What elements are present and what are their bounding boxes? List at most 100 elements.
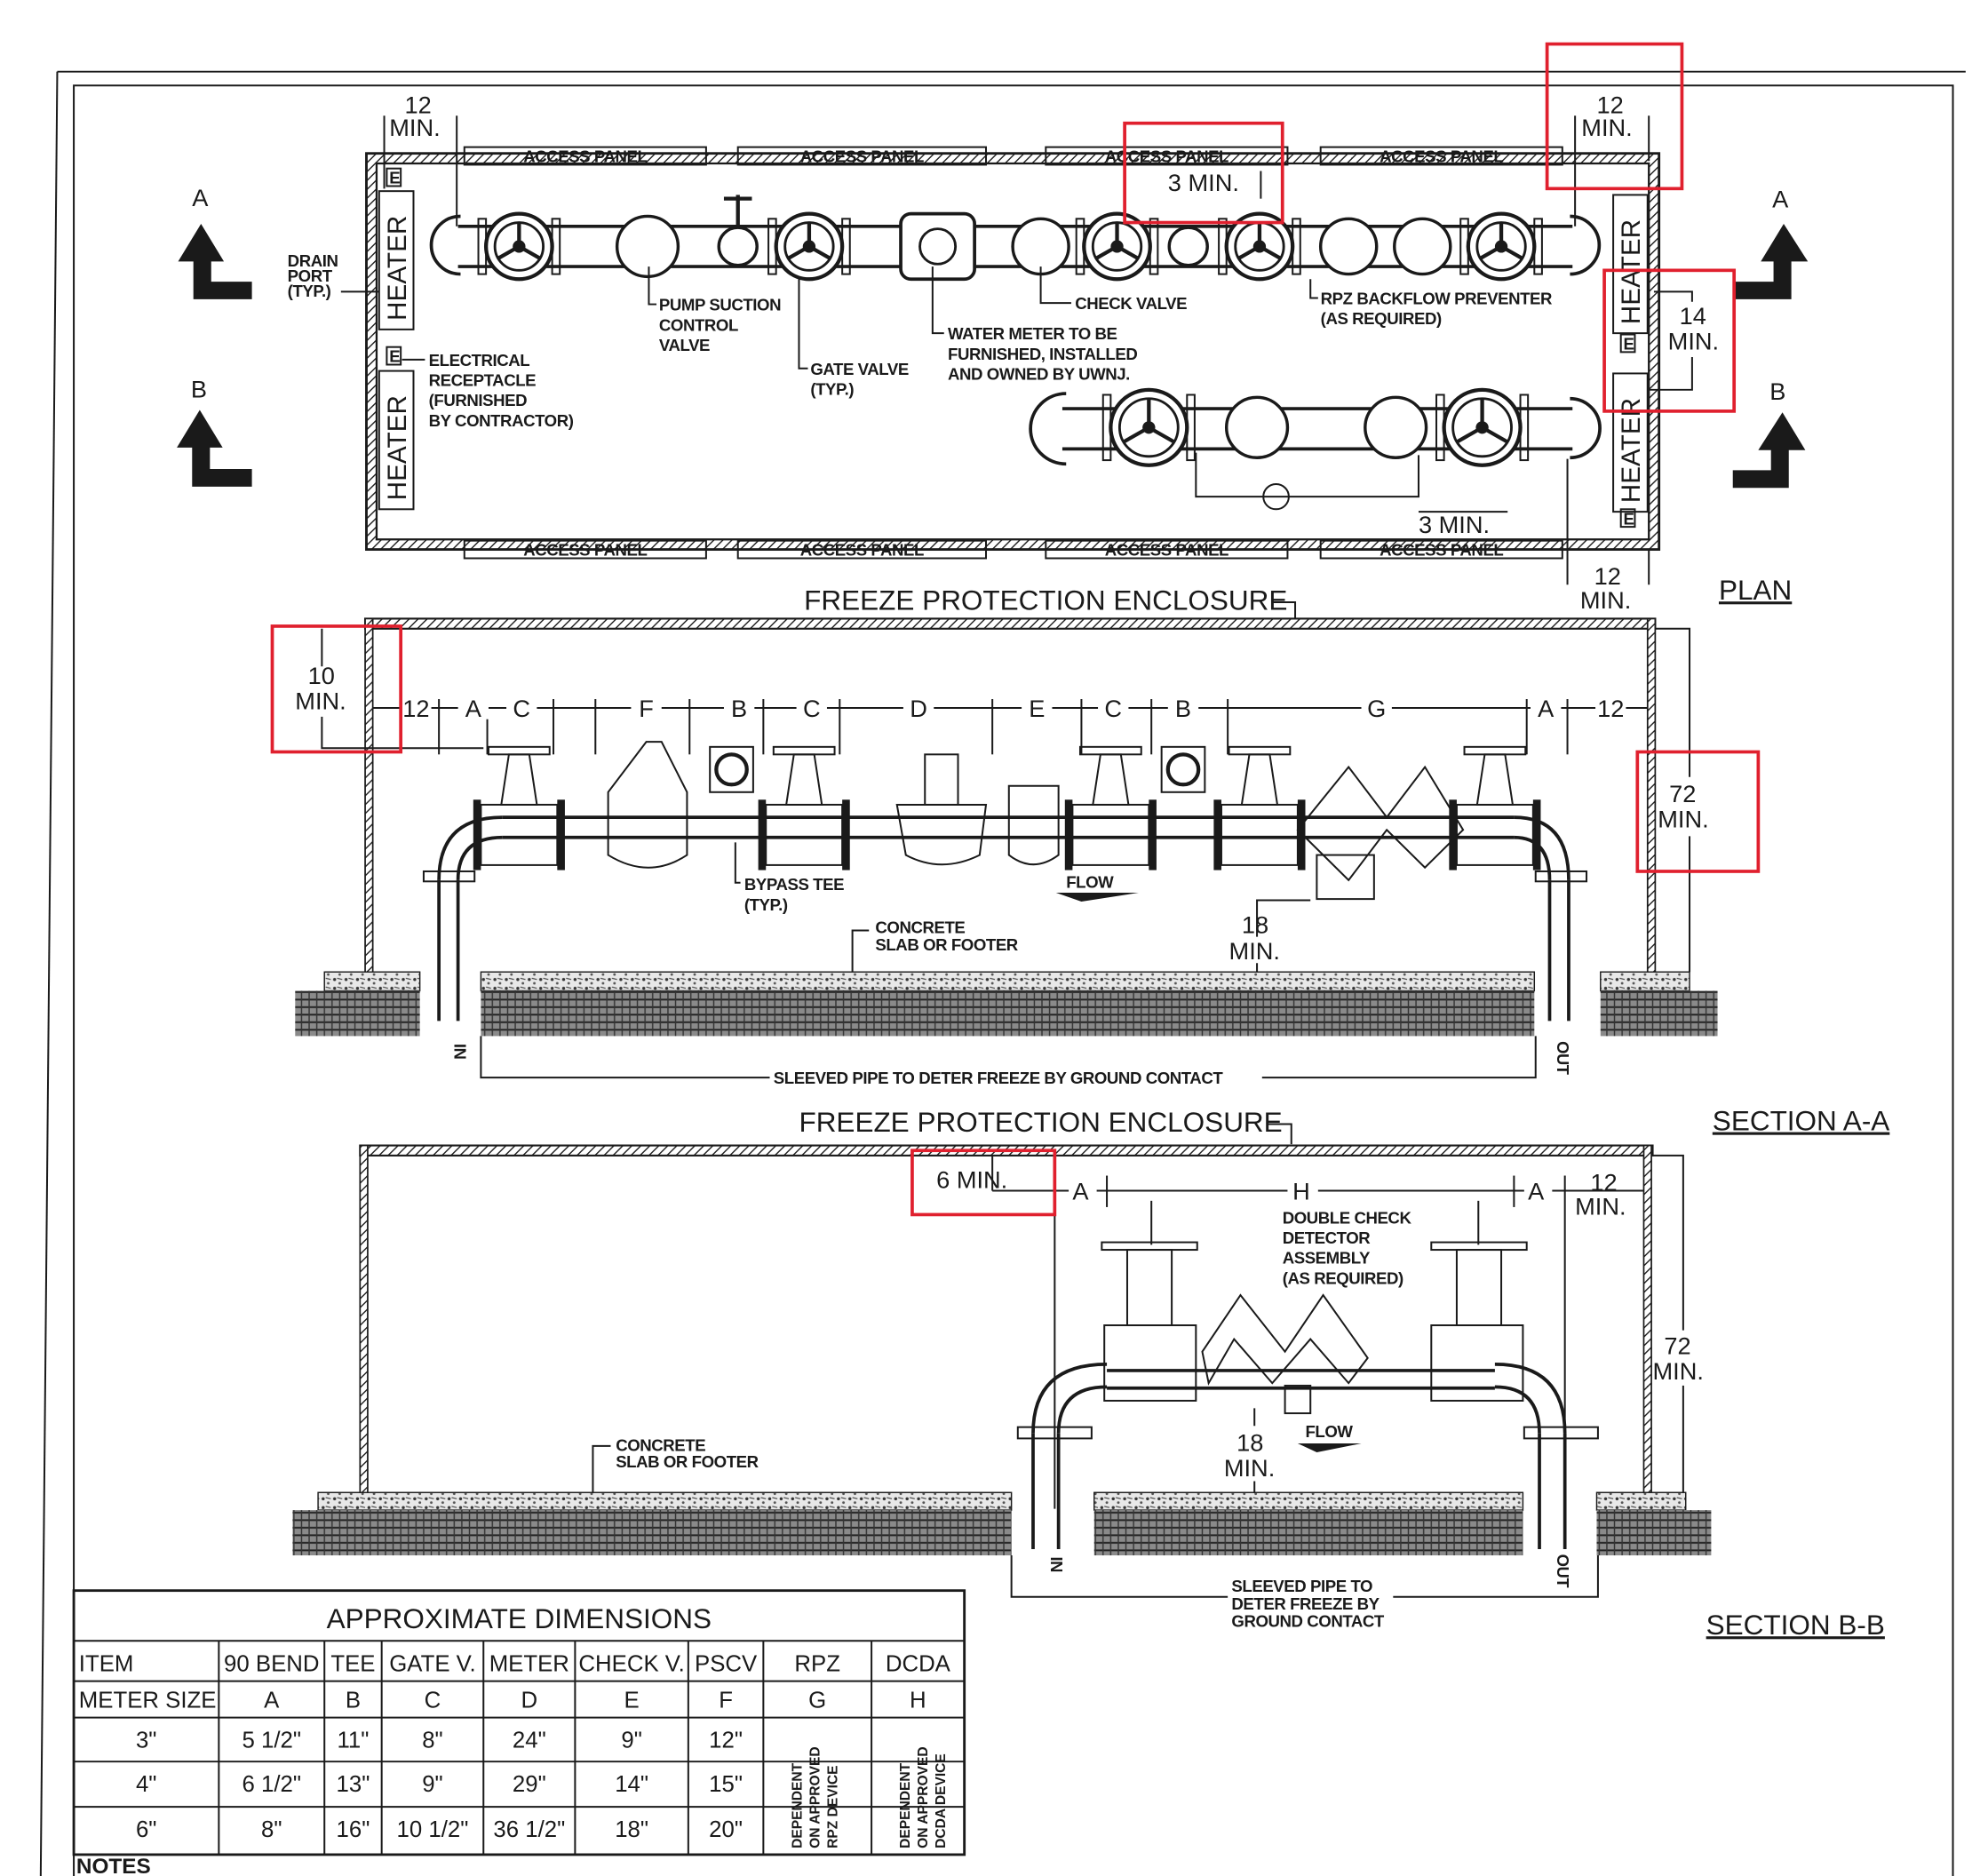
svg-text:HEATER: HEATER <box>383 395 412 500</box>
table-note-cell: DEPENDENT <box>898 1762 913 1848</box>
water-meter-icon <box>899 211 976 282</box>
svg-text:MIN.: MIN. <box>1581 115 1632 141</box>
svg-text:(AS REQUIRED): (AS REQUIRED) <box>1283 1268 1403 1287</box>
dim-letter: F <box>639 696 654 722</box>
gate-valve-icon <box>758 745 850 870</box>
gate-valve-icon <box>1064 745 1157 870</box>
main-pipe-run <box>429 195 1602 282</box>
svg-text:MIN.: MIN. <box>1658 807 1708 833</box>
rpz-body-icon <box>1393 217 1452 276</box>
table-cell: 18" <box>615 1817 648 1842</box>
svg-text:DOUBLE CHECK: DOUBLE CHECK <box>1283 1208 1412 1227</box>
pressure-gauge-icon <box>1160 745 1206 793</box>
table-header-cell: METER SIZE <box>79 1688 217 1713</box>
label-rpz-backflow-preventer: RPZ BACKFLOW PREVENTER (AS REQUIRED) <box>1309 279 1553 328</box>
svg-text:B: B <box>1769 378 1785 405</box>
svg-text:CONTROL: CONTROL <box>659 315 738 334</box>
dim-letter: C <box>1104 696 1122 722</box>
table-cell: 16" <box>337 1817 370 1842</box>
valve-handwheel-icon <box>1435 387 1530 467</box>
valve-handwheel-icon <box>477 211 561 282</box>
svg-text:ACCESS PANEL: ACCESS PANEL <box>1105 541 1229 560</box>
highlight-10-min <box>270 624 403 754</box>
dim-18-min-aa: 18 MIN. <box>1229 899 1311 973</box>
table-title: APPROXIMATE DIMENSIONS <box>327 1603 712 1634</box>
svg-text:ACCESS PANEL: ACCESS PANEL <box>523 147 647 166</box>
svg-text:6 MIN.: 6 MIN. <box>936 1167 1007 1194</box>
pump-suction-valve-icon <box>615 214 680 279</box>
table-header-cell: METER <box>489 1651 569 1676</box>
table-header-cell: GATE V. <box>389 1651 475 1676</box>
label-check-valve: CHECK VALVE <box>1039 266 1188 313</box>
table-header-cell: ITEM <box>79 1651 134 1676</box>
svg-text:E: E <box>1624 509 1634 528</box>
svg-text:B: B <box>191 376 207 402</box>
dim-12-min-bb: 12 MIN. <box>1575 1170 1626 1220</box>
dim-14-min: 14 MIN. <box>1649 290 1719 391</box>
svg-text:HEATER: HEATER <box>1617 398 1646 503</box>
svg-text:ACCESS PANEL: ACCESS PANEL <box>1380 541 1503 560</box>
gate-valve-icon <box>1213 745 1306 870</box>
svg-text:DRAIN: DRAIN <box>288 251 338 270</box>
svg-text:(AS REQUIRED): (AS REQUIRED) <box>1321 309 1442 328</box>
svg-text:MIN.: MIN. <box>1580 587 1631 614</box>
electrical-receptacle-icons: E E E E <box>386 167 1636 528</box>
valve-handwheel-icon <box>1218 211 1301 282</box>
table-header-cell: 90 BEND <box>224 1651 319 1676</box>
svg-text:AND OWNED BY UWNJ.: AND OWNED BY UWNJ. <box>948 365 1130 384</box>
svg-text:DETECTOR: DETECTOR <box>1283 1228 1371 1247</box>
water-meter-icon <box>895 753 988 866</box>
svg-text:SLAB OR FOOTER: SLAB OR FOOTER <box>616 1452 758 1471</box>
table-cell: 29" <box>513 1772 546 1797</box>
table-note-cell: ON APPROVED <box>807 1746 823 1848</box>
rpz-body-icon <box>1318 217 1379 276</box>
svg-text:MIN.: MIN. <box>389 115 440 141</box>
label-gate-valve: GATE VALVE (TYP.) <box>798 279 909 398</box>
table-header-cell: B <box>346 1688 361 1713</box>
heater-left-upper: HEATER <box>378 190 415 330</box>
svg-text:MIN.: MIN. <box>1229 938 1280 965</box>
svg-text:3 MIN.: 3 MIN. <box>1168 170 1239 196</box>
access-panel: ACCESS PANEL <box>1319 146 1563 166</box>
valve-handwheel-icon <box>767 211 851 282</box>
pressure-gauge-icon <box>709 745 754 793</box>
svg-text:18: 18 <box>1242 911 1268 938</box>
table-cell: 6 1/2" <box>243 1772 301 1797</box>
table-note-cell: DCDA DEVICE <box>934 1753 949 1848</box>
svg-text:(FURNISHED: (FURNISHED <box>429 391 528 409</box>
dim-letter: D <box>910 696 927 722</box>
svg-text:FURNISHED, INSTALLED: FURNISHED, INSTALLED <box>948 345 1137 363</box>
flow-arrow-aa: FLOW <box>1055 872 1139 902</box>
table-header-cell: DCDA <box>886 1651 951 1676</box>
sheet-border <box>39 70 1966 1876</box>
svg-text:14: 14 <box>1680 303 1706 330</box>
table-cell: 20" <box>709 1817 743 1842</box>
dim-letter: 12 <box>1597 696 1624 722</box>
svg-text:12: 12 <box>404 92 431 119</box>
svg-text:OUT: OUT <box>1554 1041 1572 1076</box>
svg-text:A: A <box>192 185 208 211</box>
svg-text:MIN.: MIN. <box>1653 1358 1704 1385</box>
access-panel: ACCESS PANEL <box>736 146 988 166</box>
svg-text:SLEEVED PIPE TO: SLEEVED PIPE TO <box>1231 1577 1372 1595</box>
dim-3-min-bottom: 3 MIN. <box>1418 511 1508 538</box>
section-bb-view: FREEZE PROTECTION ENCLOSURE <box>292 1107 1885 1641</box>
table-cell: 9" <box>422 1772 442 1797</box>
check-valve-icon <box>1007 784 1060 866</box>
section-arrow-b-right: B <box>1732 378 1806 489</box>
highlight-6-min <box>910 1149 1057 1217</box>
svg-text:WATER METER TO BE: WATER METER TO BE <box>948 324 1117 343</box>
dcda-gate-valve-right <box>1430 1200 1528 1402</box>
svg-text:E: E <box>1624 335 1634 354</box>
highlight-3-min-top <box>1123 121 1284 225</box>
dim-letter: B <box>1175 696 1191 722</box>
svg-text:72: 72 <box>1664 1333 1690 1360</box>
strainer-icon <box>1011 217 1070 276</box>
access-panel: ACCESS PANEL <box>463 146 707 166</box>
section-aa-title: SECTION A-A <box>1713 1106 1890 1137</box>
table-header-cell: CHECK V. <box>578 1651 684 1676</box>
dim-72-min-aa: 72 MIN. <box>1655 627 1709 973</box>
table-header-cell: F <box>719 1688 733 1713</box>
access-panel: ACCESS PANEL <box>463 539 707 560</box>
dcda-gate-valve-left <box>1101 1200 1198 1402</box>
